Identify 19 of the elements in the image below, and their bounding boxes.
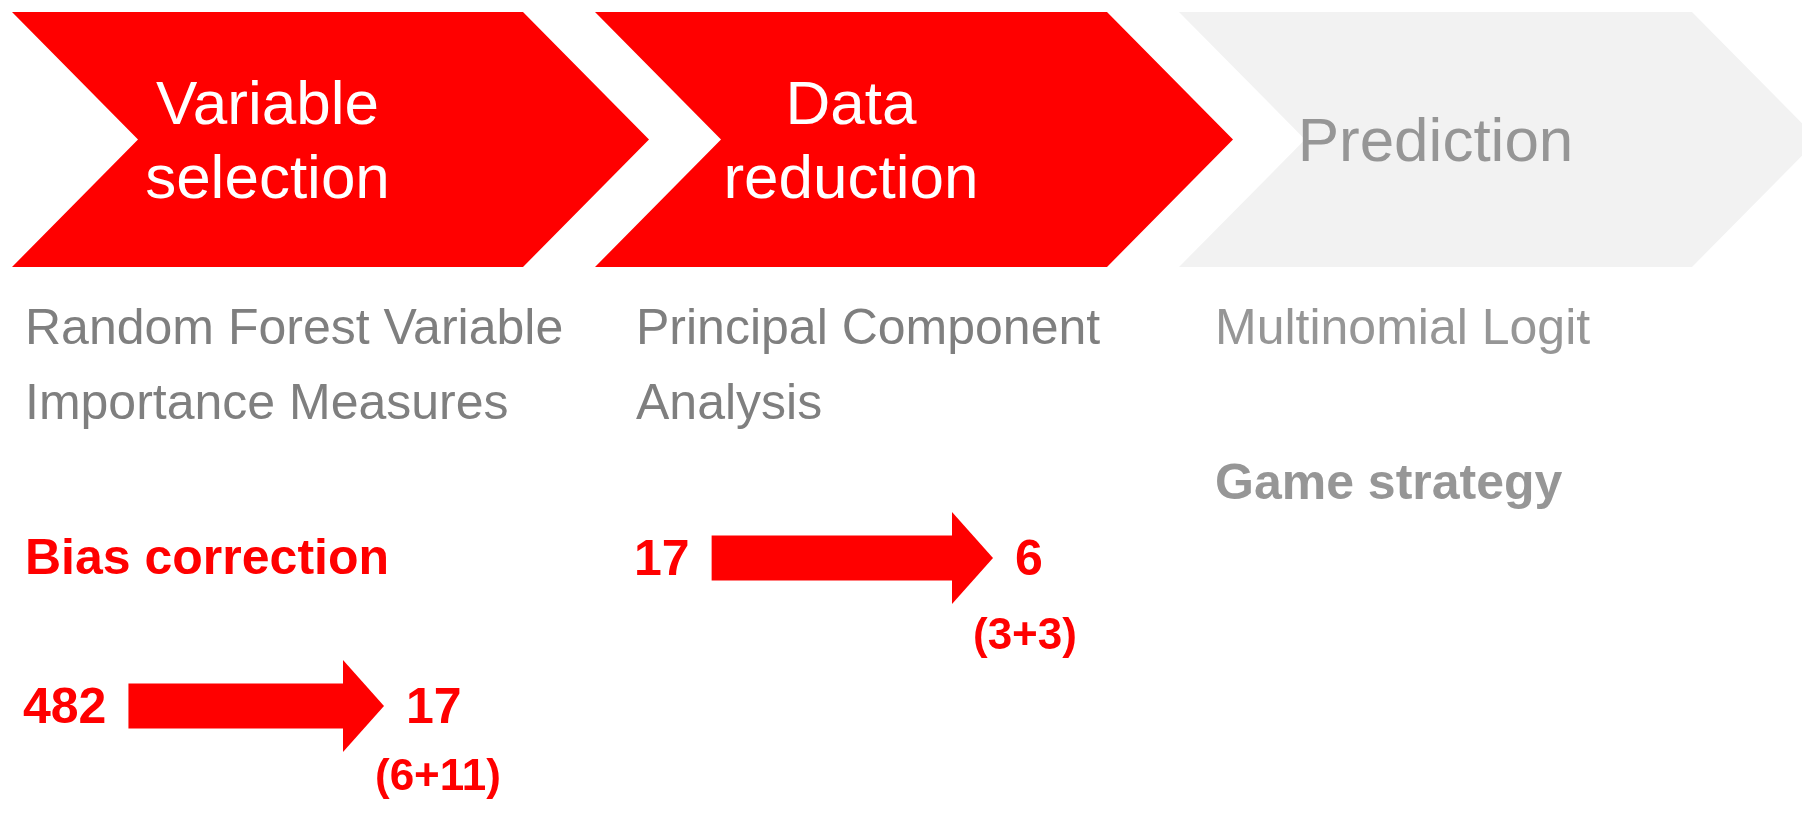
block-arrow	[128, 660, 384, 752]
chevron-step	[1179, 12, 1802, 267]
count-number: 482	[23, 676, 107, 736]
step-title: Data reduction	[722, 66, 980, 213]
count-breakdown: (6+11)	[375, 749, 501, 801]
chevron-step	[595, 12, 1233, 267]
method-label: Random Forest Variable Importance Measures	[25, 298, 565, 432]
chevron-step	[12, 12, 649, 267]
count-number: 6	[1015, 528, 1043, 588]
method-label: Principal Component Analysis	[636, 298, 1102, 432]
block-arrow	[711, 512, 993, 604]
count-number: 17	[406, 676, 462, 736]
step-title: Variable selection	[144, 66, 391, 213]
highlight-note: Game strategy	[1215, 453, 1564, 512]
count-breakdown: (3+3)	[973, 608, 1077, 660]
highlight-note: Bias correction	[25, 528, 390, 587]
count-number: 17	[634, 528, 690, 588]
method-label: Multinomial Logit	[1215, 298, 1592, 357]
step-title: Prediction	[1297, 103, 1574, 176]
